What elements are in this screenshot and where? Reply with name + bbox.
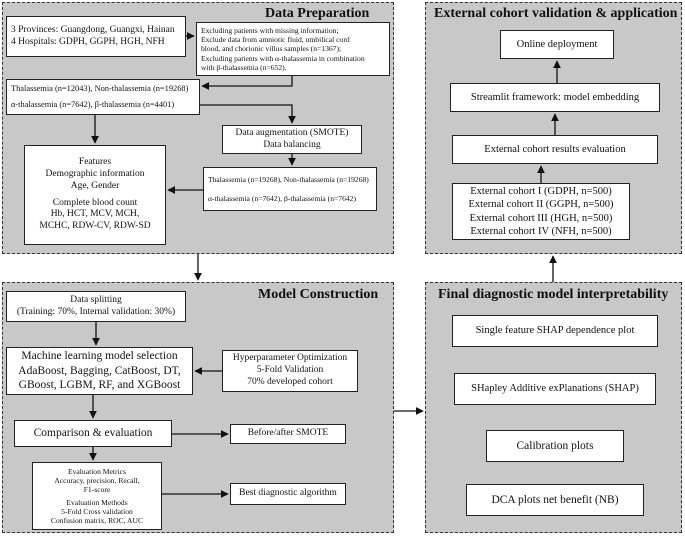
- evaluation-box: Evaluation Metrics Accuracy, precision, …: [32, 462, 162, 530]
- cohorts-box: External cohort I (GDPH, n=500) External…: [452, 183, 630, 240]
- model-construction-title: Model Construction: [258, 287, 379, 302]
- shap-box: SHapley Additive exPlanations (SHAP): [454, 373, 656, 405]
- smote-box: Before/after SMOTE: [230, 424, 346, 444]
- hyperparameter-box: Hyperparameter Optimization 5-Fold Valid…: [222, 350, 358, 392]
- deployment-box: Online deployment: [500, 30, 614, 59]
- balanced-box: Thalassemia (n=19268), Non-thalassemia (…: [203, 167, 377, 211]
- streamlit-box: Streamlit framework: model embedding: [450, 83, 660, 112]
- augmentation-box: Data augmentation (SMOTE) Data balancing: [222, 125, 362, 154]
- calibration-box: Calibration plots: [486, 430, 624, 462]
- exclusion-box: Excluding patients with missing informat…: [196, 22, 390, 76]
- counts-box: Thalassemia (n=12043), Non-thalassemia (…: [6, 79, 200, 115]
- shap-dependence-box: Single feature SHAP dependence plot: [452, 315, 658, 347]
- external-validation-title: External cohort validation & application: [434, 6, 678, 21]
- features-box: Features Demographic information Age, Ge…: [24, 145, 166, 245]
- dca-box: DCA plots net benefit (NB): [466, 484, 644, 516]
- data-preparation-title: Data Preparation: [265, 6, 370, 21]
- source-box: 3 Provinces: Guangdong, Guangxi, Hainan …: [6, 16, 186, 57]
- interpretability-title: Final diagnostic model interpretability: [438, 287, 669, 302]
- best-algorithm-box: Best diagnostic algorithm: [230, 483, 346, 505]
- comparison-box: Comparison & evaluation: [14, 420, 172, 447]
- model-selection-box: Machine learning model selection AdaBoos…: [6, 347, 193, 395]
- results-box: External cohort results evaluation: [452, 135, 658, 164]
- splitting-box: Data splitting (Training: 70%, Internal …: [6, 291, 186, 322]
